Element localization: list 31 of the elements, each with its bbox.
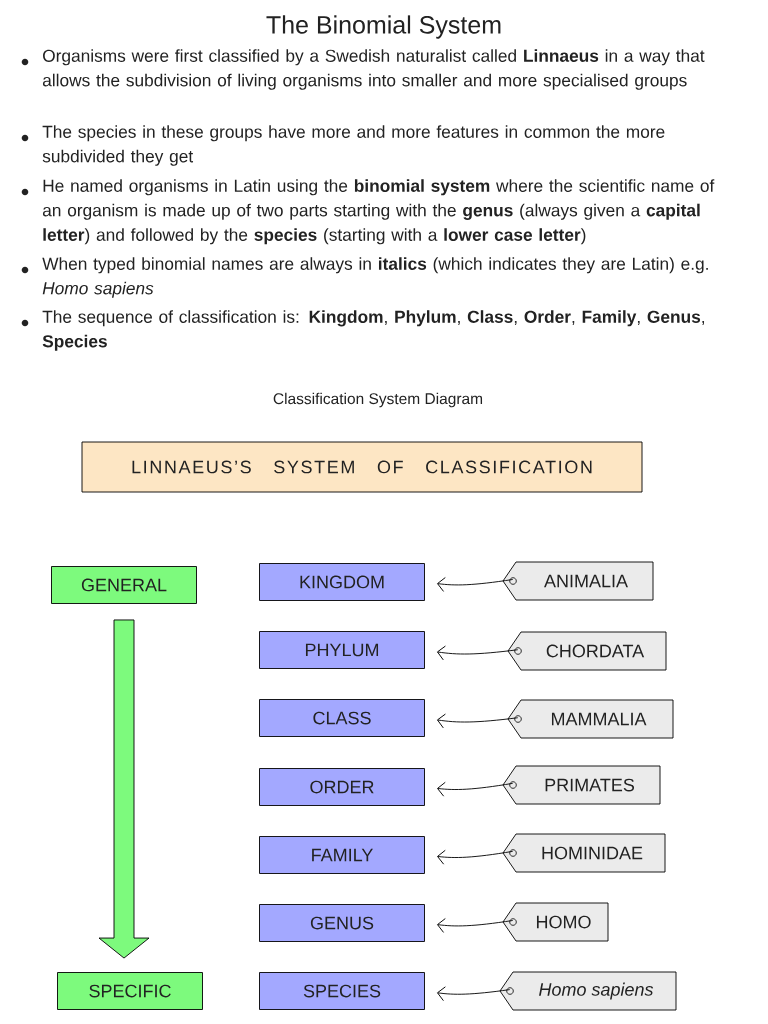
label-tag: HOMO bbox=[502, 902, 609, 942]
diagram-heading: Classification System Diagram bbox=[273, 392, 483, 408]
label-tag: HOMINIDAE bbox=[502, 833, 666, 873]
rank-box: SPECIES bbox=[259, 972, 425, 1010]
heading-box: LINNAEUS’S SYSTEM OF CLASSIFICATION bbox=[81, 441, 643, 493]
label-tag: ANIMALIA bbox=[502, 561, 654, 601]
bullet-text: He named organisms in Latin using the binomial system where the scientific name of an organism is made up of two parts starting with the genus (always given a capital letter) and followed by the species (starting with a lower case letter) bbox=[42, 179, 715, 245]
arrow bbox=[437, 986, 511, 1002]
rank-box: PHYLUM bbox=[259, 631, 425, 669]
label-tag: CHORDATA bbox=[507, 631, 667, 671]
arrow bbox=[437, 645, 519, 661]
bullet-text: Organisms were first classified by a Swedish naturalist called Linnaeus in a way that allows the subdivision of living organisms into smaller and more specialised groups bbox=[42, 49, 705, 90]
rank-box: FAMILY bbox=[259, 836, 425, 874]
arrow bbox=[437, 577, 514, 592]
down-arrow bbox=[98, 619, 150, 959]
title: The Binomial System bbox=[266, 15, 501, 39]
label-tag: PRIMATES bbox=[502, 765, 661, 805]
scale-box: GENERAL bbox=[51, 566, 197, 604]
rank-box: GENUS bbox=[259, 904, 425, 942]
label-tag: MAMMALIA bbox=[507, 699, 674, 739]
bullet-text: When typed binomial names are always in italics (which indicates they are Latin) e.g. Homo sapiens bbox=[42, 257, 708, 298]
scale-box: SPECIFIC bbox=[57, 972, 203, 1010]
bullet-text: The sequence of classification is: Kingdom, Phylum, Class, Order, Family, Genus, Species bbox=[42, 310, 704, 351]
arrow bbox=[437, 781, 514, 797]
rank-box: CLASS bbox=[259, 699, 425, 737]
rank-box: KINGDOM bbox=[259, 563, 425, 601]
arrow bbox=[437, 713, 519, 729]
rank-box: ORDER bbox=[259, 768, 425, 806]
label-tag: Homo sapiens bbox=[499, 971, 677, 1011]
arrow bbox=[437, 849, 514, 865]
arrow bbox=[437, 918, 514, 933]
